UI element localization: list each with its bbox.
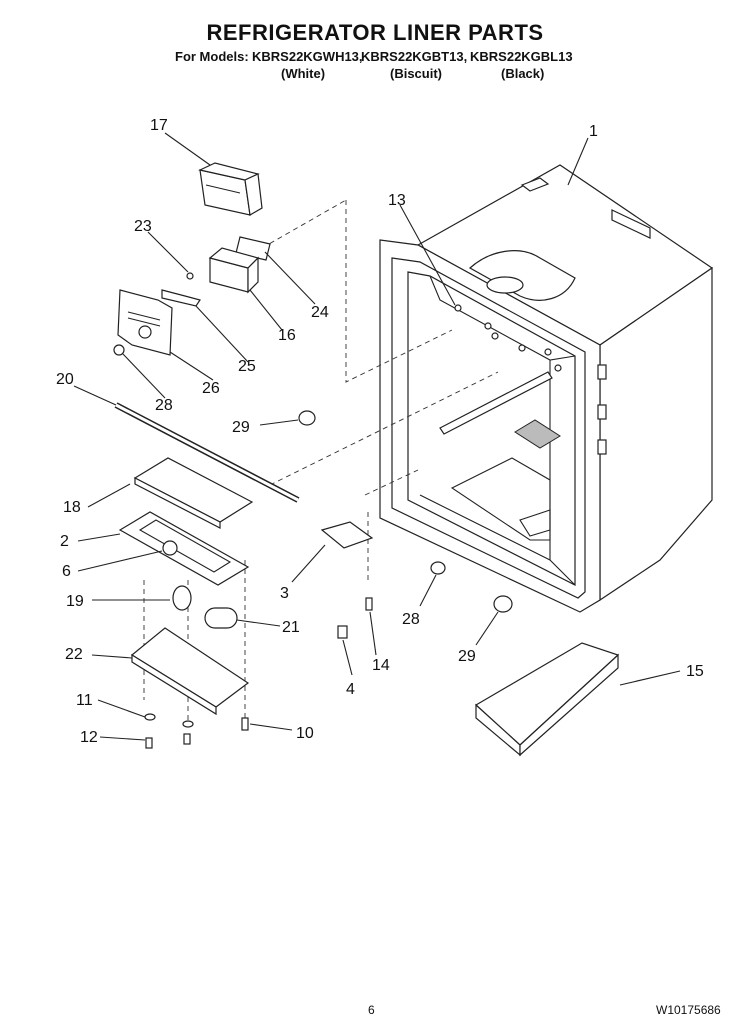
callout-28: 28: [402, 611, 420, 628]
models-prefix: For Models:: [175, 49, 249, 64]
leader-lines: [73, 132, 681, 741]
callout-25: 26: [202, 380, 220, 397]
callout-11: 12: [80, 729, 98, 746]
callout-29-lower: 29: [458, 648, 476, 665]
callout-22: 23: [134, 218, 152, 235]
model-white: KBRS22KGWH13,: [252, 49, 363, 64]
model-black: KBRS22KGBL13: [470, 49, 573, 64]
callout-29-upper: 29: [232, 419, 250, 436]
callout-17: 18: [63, 499, 81, 516]
refrigerator-liner: [379, 164, 714, 613]
callout-26: 28: [155, 397, 173, 414]
callout-20: 21: [282, 619, 300, 636]
callout-23: 24: [311, 304, 329, 321]
document-number: W10175686: [656, 1003, 721, 1017]
callout-16: 17: [150, 117, 168, 134]
callout-4: 4: [346, 681, 355, 698]
callout-19: 20: [56, 371, 74, 388]
callout-13: 13: [388, 192, 406, 209]
callout-21: 22: [65, 646, 83, 663]
model-biscuit: KBRS22KGBT13,: [361, 49, 468, 64]
callout-2: 2: [60, 533, 69, 550]
color-biscuit: (Biscuit): [390, 66, 442, 81]
color-black: (Black): [501, 66, 545, 81]
callout-24: 25: [238, 358, 256, 375]
color-white: (White): [281, 66, 326, 81]
page-title: REFRIGERATOR LINER PARTS: [206, 20, 544, 45]
page-number: 6: [368, 1003, 375, 1017]
callout-6: 10: [296, 725, 314, 742]
callout-1: 1: [589, 123, 598, 140]
callout-18: 19: [66, 593, 84, 610]
callout-15: 16: [278, 327, 296, 344]
callout-numbers: 17 1 13 23 24 16 25 20 26 28 29 18 2 6 1…: [56, 117, 704, 746]
callout-12: 15: [686, 663, 704, 680]
callout-10: 11: [76, 692, 93, 709]
callout-14: 14: [372, 657, 390, 674]
small-parts: [113, 162, 620, 757]
callout-5: 6: [62, 563, 71, 580]
callout-3: 3: [280, 585, 289, 602]
